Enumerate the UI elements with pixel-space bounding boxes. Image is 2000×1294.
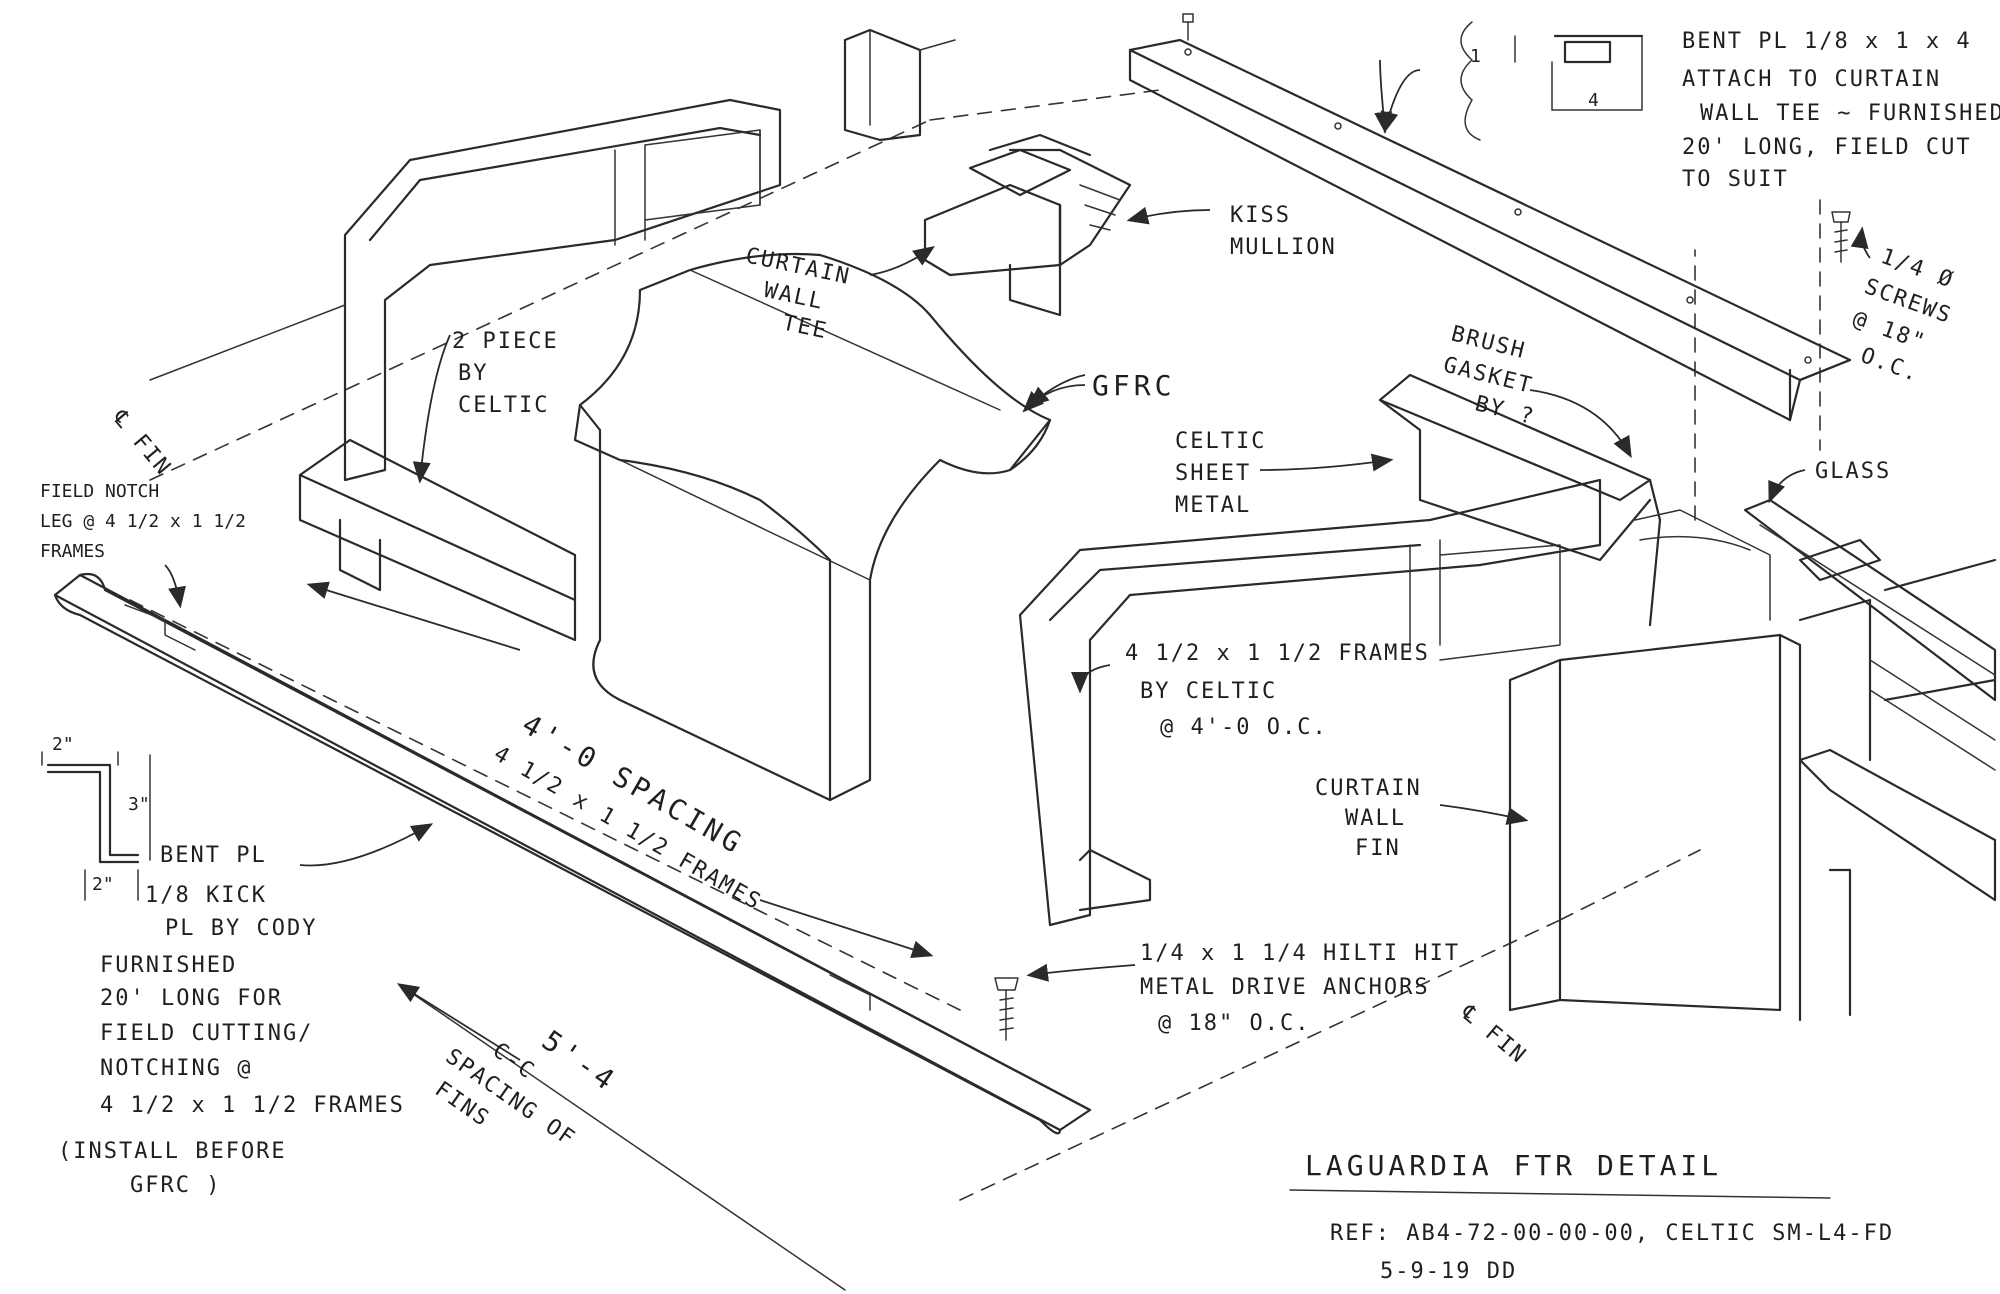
kick-line-4: FURNISHED <box>100 953 237 978</box>
label-spacing-5: 5'-4 C-C SPACING OF FINS <box>430 1024 623 1152</box>
kick-plate-section-detail: 2" 3" 2" <box>41 734 151 901</box>
screw-right-icon <box>1831 211 1851 263</box>
kiss-mullion-assembly <box>923 133 1132 317</box>
hilti-anchor-icon <box>994 977 1019 1041</box>
dimension-5-4-line <box>396 983 846 1291</box>
drawing-title: LAGUARDIA FTR DETAIL <box>1305 1149 1722 1182</box>
cw-fin-line-3: FIN <box>1355 836 1401 861</box>
kick-line-10: GFRC ) <box>130 1173 221 1198</box>
label-glass: GLASS <box>1815 459 1891 484</box>
two-piece-line-2: BY <box>458 361 489 386</box>
bent-plate-section-detail: 1 4 <box>1460 21 1644 141</box>
sheet-metal-piece <box>1378 373 1662 627</box>
cw-fin-line-2: WALL <box>1345 806 1406 831</box>
field-notch-line-1: FIELD NOTCH <box>40 481 159 502</box>
bent-pl-top-line-1: BENT PL 1/8 x 1 x 4 <box>1682 29 1972 54</box>
kick-line-2: 1/8 KICK <box>145 883 267 908</box>
kick-line-5: 20' LONG FOR <box>100 986 283 1011</box>
label-bent-pl-kick: BENT PL 1/8 KICK PL BY CODY FURNISHED 20… <box>58 843 405 1198</box>
frames-celtic-line-3: @ 4'-0 O.C. <box>1160 715 1328 740</box>
kick-line-1: BENT PL <box>160 843 267 868</box>
dim-2-top: 2" <box>52 734 74 755</box>
bent-pl-top-line-5: TO SUIT <box>1682 167 1789 192</box>
bent-pl-top-line-2: ATTACH TO CURTAIN <box>1682 67 1941 92</box>
right-frame <box>1018 478 1602 927</box>
label-screws: 1/4 Ø SCREWS @ 18" O.C. <box>1849 244 1957 387</box>
bent-pl-top-line-4: 20' LONG, FIELD CUT <box>1682 135 1972 160</box>
frames-celtic-line-1: 4 1/2 x 1 1/2 FRAMES <box>1125 641 1430 666</box>
label-gfrc: GFRC <box>1092 369 1175 402</box>
leader-arrows <box>149 59 1871 982</box>
screw-top-icon <box>1182 13 1194 41</box>
kick-line-3: PL BY CODY <box>165 916 317 941</box>
dim-4-label: 4 <box>1588 90 1599 111</box>
drawing-ref: REF: AB4-72-00-00-00, CELTIC SM-L4-FD <box>1330 1221 1894 1246</box>
cw-tee-line-3: TEE <box>780 310 830 344</box>
cw-tee-line-1: CURTAIN <box>743 243 853 290</box>
dim-2-bottom: 2" <box>92 874 114 895</box>
glass-panel <box>1743 498 1997 902</box>
label-spacing-4: 4'-0 SPACING 4 1/2 x 1 1/2 FRAMES <box>489 707 766 915</box>
sheet-metal-line-1: CELTIC <box>1175 429 1266 454</box>
hilti-line-1: 1/4 x 1 1/4 HILTI HIT <box>1140 941 1460 966</box>
gfrc-block <box>573 252 1052 802</box>
label-cl-fin-right: ℄ FIN <box>1455 1000 1531 1069</box>
title-block: LAGUARDIA FTR DETAIL REF: AB4-72-00-00-0… <box>1289 1149 1894 1284</box>
hilti-line-2: METAL DRIVE ANCHORS <box>1140 975 1430 1000</box>
label-two-piece: 2 PIECE BY CELTIC <box>452 329 559 418</box>
left-frame <box>343 98 782 482</box>
dashed-centerlines <box>129 89 1821 1201</box>
kick-line-9: (INSTALL BEFORE <box>58 1139 287 1164</box>
bent-pl-top-line-3: WALL TEE ~ FURNISHED <box>1700 101 2000 126</box>
two-piece-line-1: 2 PIECE <box>452 329 559 354</box>
label-frames-by-celtic: 4 1/2 x 1 1/2 FRAMES BY CELTIC @ 4'-0 O.… <box>1125 641 1430 740</box>
label-cl-fin-left: ℄ FIN <box>107 405 176 481</box>
sheet-metal-line-2: SHEET <box>1175 461 1251 486</box>
label-brush-gasket: BRUSH GASKET BY ? <box>1441 322 1538 431</box>
sheet-metal-line-3: METAL <box>1175 493 1251 518</box>
top-mullion-block <box>843 28 956 142</box>
label-bent-pl-top: BENT PL 1/8 x 1 x 4 ATTACH TO CURTAIN WA… <box>1682 29 2000 192</box>
dim-1-label: 1 <box>1470 46 1481 67</box>
kiss-mullion-line-1: KISS <box>1230 203 1291 228</box>
kick-line-8: 4 1/2 x 1 1/2 FRAMES <box>100 1093 405 1118</box>
two-piece-line-3: CELTIC <box>458 393 549 418</box>
curtain-wall-fin <box>1508 509 1872 1022</box>
cw-fin-line-1: CURTAIN <box>1315 776 1422 801</box>
gfrc-leader-arrow <box>1022 384 1086 413</box>
frames-celtic-line-2: BY CELTIC <box>1140 679 1277 704</box>
field-notch-line-3: FRAMES <box>40 541 105 562</box>
cw-tee-line-2: WALL <box>762 278 827 315</box>
label-hilti: 1/4 x 1 1/4 HILTI HIT METAL DRIVE ANCHOR… <box>1140 941 1460 1036</box>
kick-plate <box>53 572 1092 1135</box>
dim-3: 3" <box>128 794 150 815</box>
left-base-beam <box>298 438 577 642</box>
label-curtain-wall-fin: CURTAIN WALL FIN <box>1315 776 1422 861</box>
dimension-4-0-line <box>306 581 934 959</box>
kick-line-7: NOTCHING @ <box>100 1056 252 1081</box>
kiss-mullion-line-2: MULLION <box>1230 235 1337 260</box>
field-notch-line-2: LEG @ 4 1/2 x 1 1/2 <box>40 511 246 532</box>
kick-line-6: FIELD CUTTING/ <box>100 1021 313 1046</box>
label-field-notch: FIELD NOTCH LEG @ 4 1/2 x 1 1/2 FRAMES <box>40 481 246 562</box>
drawing-date-initials: 5-9-19 DD <box>1380 1259 1517 1284</box>
hilti-line-3: @ 18" O.C. <box>1158 1011 1310 1036</box>
top-bent-plate <box>1128 38 1852 422</box>
label-celtic-sheet-metal: CELTIC SHEET METAL <box>1175 429 1266 518</box>
label-kiss-mullion: KISS MULLION <box>1230 203 1337 260</box>
